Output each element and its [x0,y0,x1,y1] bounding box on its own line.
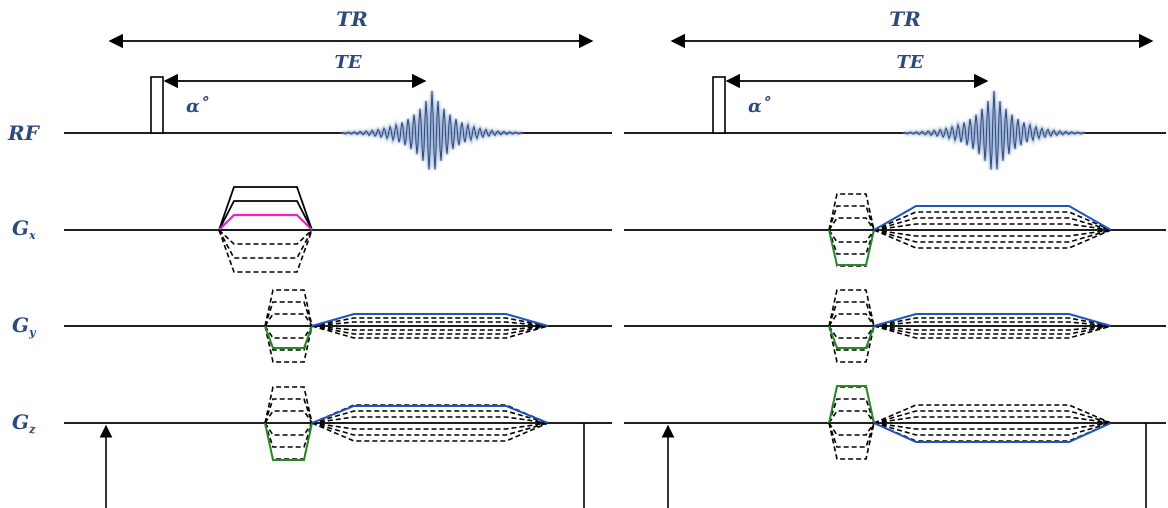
gx-right-pre-pos-1 [828,217,875,231]
gx-right-pre-highlight [828,229,875,266]
gx-gradient-right [828,193,1112,267]
gz-right-read-neg-2 [873,422,1112,436]
echo-right-line [903,90,1085,170]
gx-right-read-neg-3 [873,229,1112,249]
gx-gradient-left [218,186,313,273]
flip-angle-right: α˚ [748,94,771,117]
gx-left-solid-1 [218,200,313,231]
gy-row-label: Gy [12,313,37,339]
gx-right-read-neg-2 [873,229,1112,243]
gy-right-read-neg-2 [873,325,1112,335]
rf-row-label: RF [7,121,41,145]
gy-right-read-pos-1 [873,321,1112,327]
gy-right-read-neg-1 [873,325,1112,331]
gz-left-pre-pos-2 [264,398,313,424]
gx-right-read-pos-2 [873,217,1112,231]
gy-right-read-pos-2 [873,317,1112,327]
echo-right-glow-line [903,90,1085,170]
echo-left-glow-line [341,90,523,170]
gz-gradient-right [828,385,1112,460]
gz-left-read-neg-2 [311,422,549,436]
gy-left-pre-neg-1 [264,325,313,339]
gz-row-label-sub: z [28,423,36,436]
gz-left-pre-highlight [264,422,313,461]
gy-left-pre-highlight [264,325,313,349]
gy-row-label-sub: y [28,326,37,339]
gz-right-read-neg-1 [873,422,1112,430]
gz-left-read-neg-3 [311,422,549,442]
gy-right-read-highlight [873,313,1112,327]
gy-right-read-neg-3 [873,325,1112,339]
gx-right-read-neg-1 [873,229,1112,237]
gz-right-read-pos-3 [873,404,1112,424]
gz-left-pre-neg-2 [264,422,313,448]
gx-right-read-pos-3 [873,211,1112,231]
gy-right-pre-neg-3 [828,325,875,363]
gx-row-label: Gx [12,216,36,242]
gz-right-pre-pos-1 [828,410,875,424]
gx-left-neg-3 [218,229,313,273]
gx-right-pre-neg-1 [828,229,875,243]
gx-right-pre-pos-3 [828,193,875,231]
left-panel: TR TE α˚ [64,7,612,508]
gx-left-highlight [218,213,313,231]
gy-gradient-left [264,289,549,363]
gz-left-read-pos-2 [311,410,549,424]
gz-left-pre-neg-1 [264,422,313,436]
gz-right-pre-neg-1 [828,422,875,436]
echo-right-glow [903,90,1085,170]
gx-row-label-sub: x [28,229,36,242]
gy-left-read-neg-3 [311,325,549,339]
gz-right-pre-highlight [828,385,875,424]
gx-row-label-main: G [12,216,29,240]
gz-right-pre-neg-2 [828,422,875,448]
gx-left-neg-1 [218,229,313,245]
gy-row-label-main: G [12,313,29,337]
gz-right-pre-neg-3 [828,422,875,460]
gz-gradient-left [264,386,549,461]
gy-right-pre-pos-3 [828,289,875,327]
gy-left-pre-neg-3 [264,325,313,363]
gz-row-label: Gz [12,410,36,436]
gy-left-read-pos-2 [311,317,549,327]
echo-signal-right [903,90,1085,170]
gz-left-pre-pos-3 [264,386,313,424]
gy-left-pre-pos-3 [264,289,313,327]
gz-left-read-highlight [311,405,549,424]
te-label-left: TE [334,52,361,73]
gy-left-read-neg-2 [311,325,549,335]
gz-right-read-pos-2 [873,410,1112,424]
gx-right-read-pos-1 [873,223,1112,231]
tr-label-left: TR [336,7,368,31]
gx-left-solid-2 [218,186,313,231]
gz-right-pre-pos-2 [828,398,875,424]
rf-pulse-left [150,76,164,134]
gy-left-pre-pos-1 [264,313,313,327]
gz-right-read-highlight [873,422,1112,443]
gx-right-pre-pos-2 [828,205,875,231]
flip-angle-left: α˚ [186,94,209,117]
gy-right-pre-highlight [828,325,875,349]
gy-right-pre-neg-1 [828,325,875,339]
te-label-right: TE [896,52,923,73]
gx-right-pre-neg-2 [828,229,875,255]
gx-right-read-highlight [873,205,1112,231]
gy-left-pre-pos-2 [264,301,313,327]
tr-label-right: TR [889,7,921,31]
gy-right-pre-pos-1 [828,313,875,327]
echo-left-glow [341,90,523,170]
gy-gradient-right [828,289,1112,363]
gz-left-pre-pos-1 [264,410,313,424]
rf-pulse-right [712,76,726,134]
gz-row-label-main: G [12,410,29,434]
right-panel: TR TE α˚ [624,7,1166,508]
gy-right-pre-pos-2 [828,301,875,327]
echo-signal-left [341,90,523,170]
gz-right-read-pos-1 [873,416,1112,424]
gy-left-read-highlight [311,313,549,327]
echo-left-line [341,90,523,170]
